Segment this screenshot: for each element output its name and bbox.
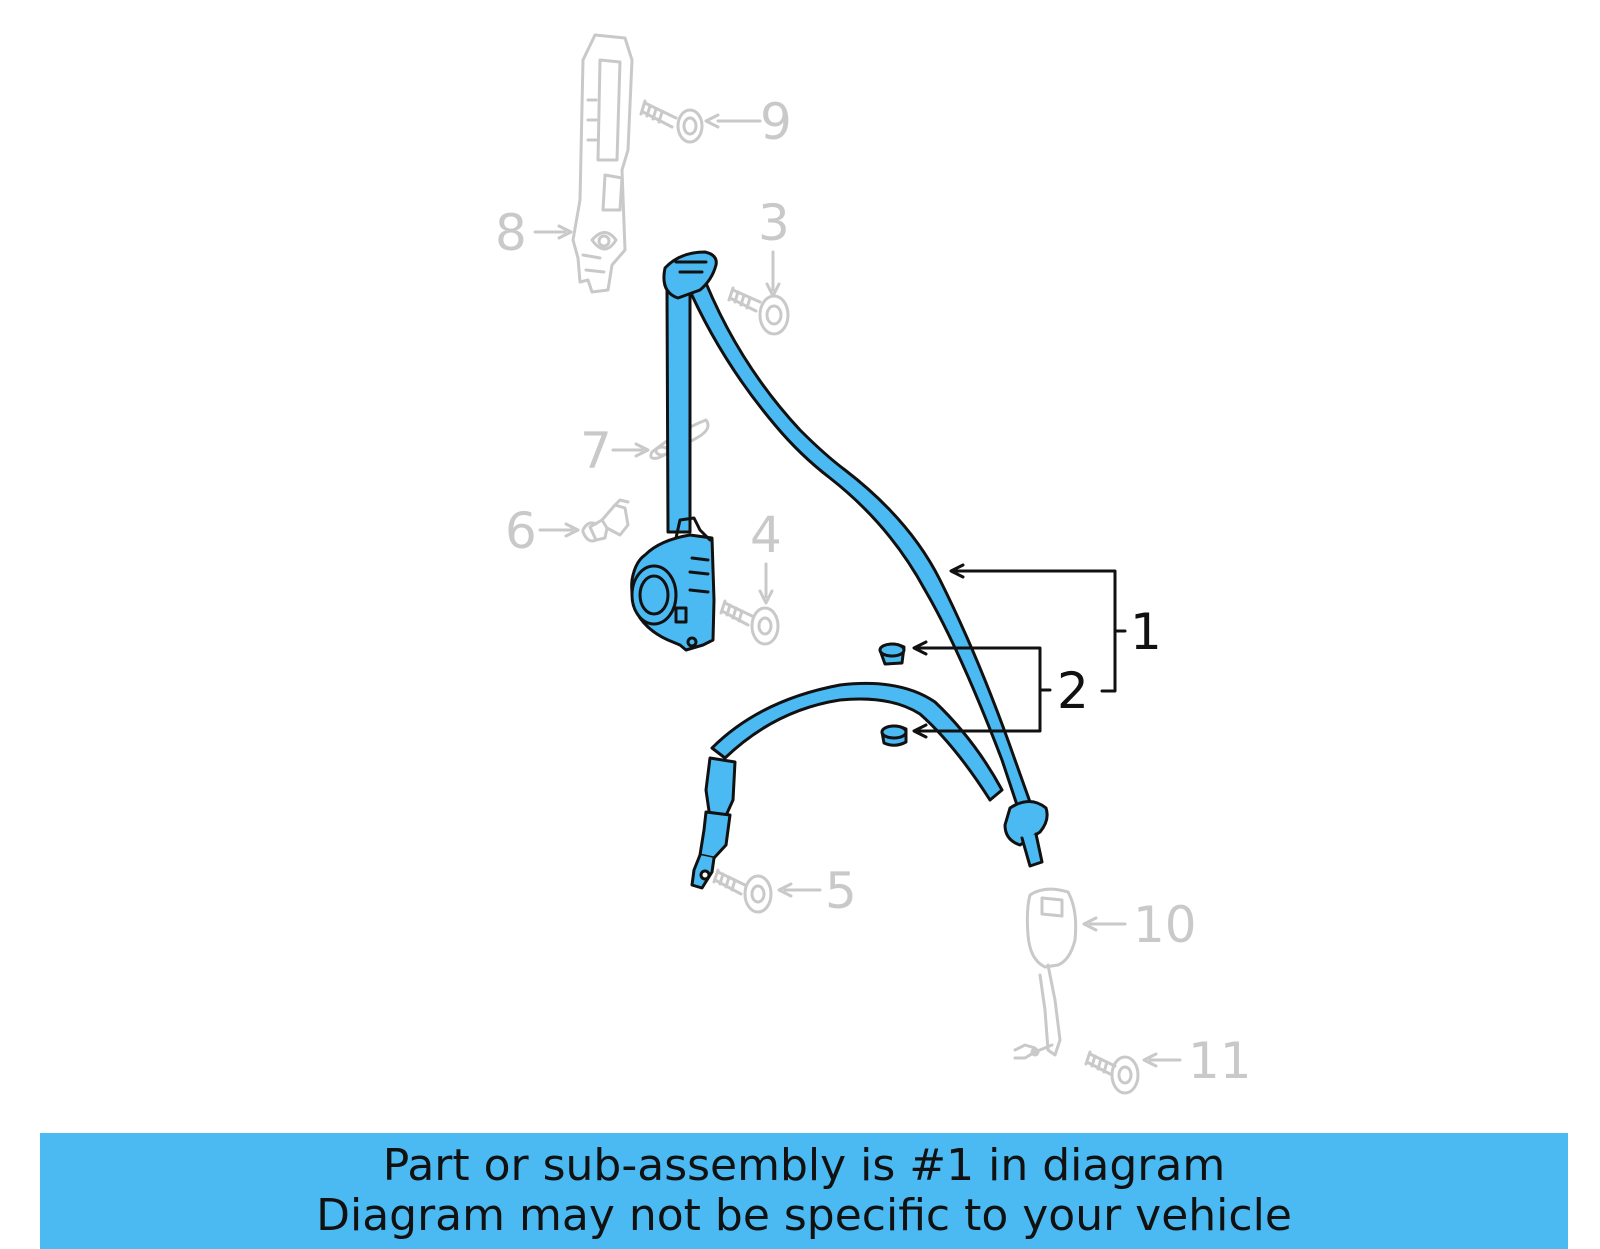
bolt-11-part xyxy=(1084,1050,1140,1095)
buckle-10-part xyxy=(1013,887,1078,1060)
highlight-leader-lines xyxy=(912,563,1127,739)
callout-7: 7 xyxy=(580,422,612,480)
cover-cap-upper xyxy=(878,642,906,666)
bolt-5-part xyxy=(712,868,773,914)
callout-3: 3 xyxy=(758,194,790,252)
callout-9: 9 xyxy=(760,93,792,151)
banner-line-disclaimer: Diagram may not be specific to your vehi… xyxy=(316,1190,1292,1241)
callout-2: 2 xyxy=(1057,662,1089,720)
retractor-webbing xyxy=(665,288,692,534)
callout-11: 11 xyxy=(1188,1032,1252,1090)
callout-6: 6 xyxy=(505,502,537,560)
bolt-4-part xyxy=(719,599,780,646)
lap-webbing xyxy=(710,681,1004,802)
shoulder-webbing xyxy=(684,266,1042,840)
retractor xyxy=(630,516,716,652)
banner-line-part-number: Part or sub-assembly is #1 in diagram xyxy=(382,1140,1226,1191)
info-banner: Part or sub-assembly is #1 in diagram Di… xyxy=(40,1133,1568,1249)
callout-1: 1 xyxy=(1130,603,1162,661)
callout-4: 4 xyxy=(750,506,782,564)
lower-anchor-left xyxy=(690,756,737,890)
retainer-6-part xyxy=(581,498,630,543)
cover-cap-lower xyxy=(880,724,908,747)
lower-anchor-right xyxy=(1003,800,1049,868)
ghost-leader-lines xyxy=(533,113,1182,1068)
callout-10: 10 xyxy=(1133,896,1197,954)
callout-8: 8 xyxy=(495,204,527,262)
height-adjuster-rail-part xyxy=(571,33,634,294)
bolt-9-part xyxy=(639,99,704,144)
bolt-3-part xyxy=(727,286,790,336)
callout-5: 5 xyxy=(825,862,857,920)
